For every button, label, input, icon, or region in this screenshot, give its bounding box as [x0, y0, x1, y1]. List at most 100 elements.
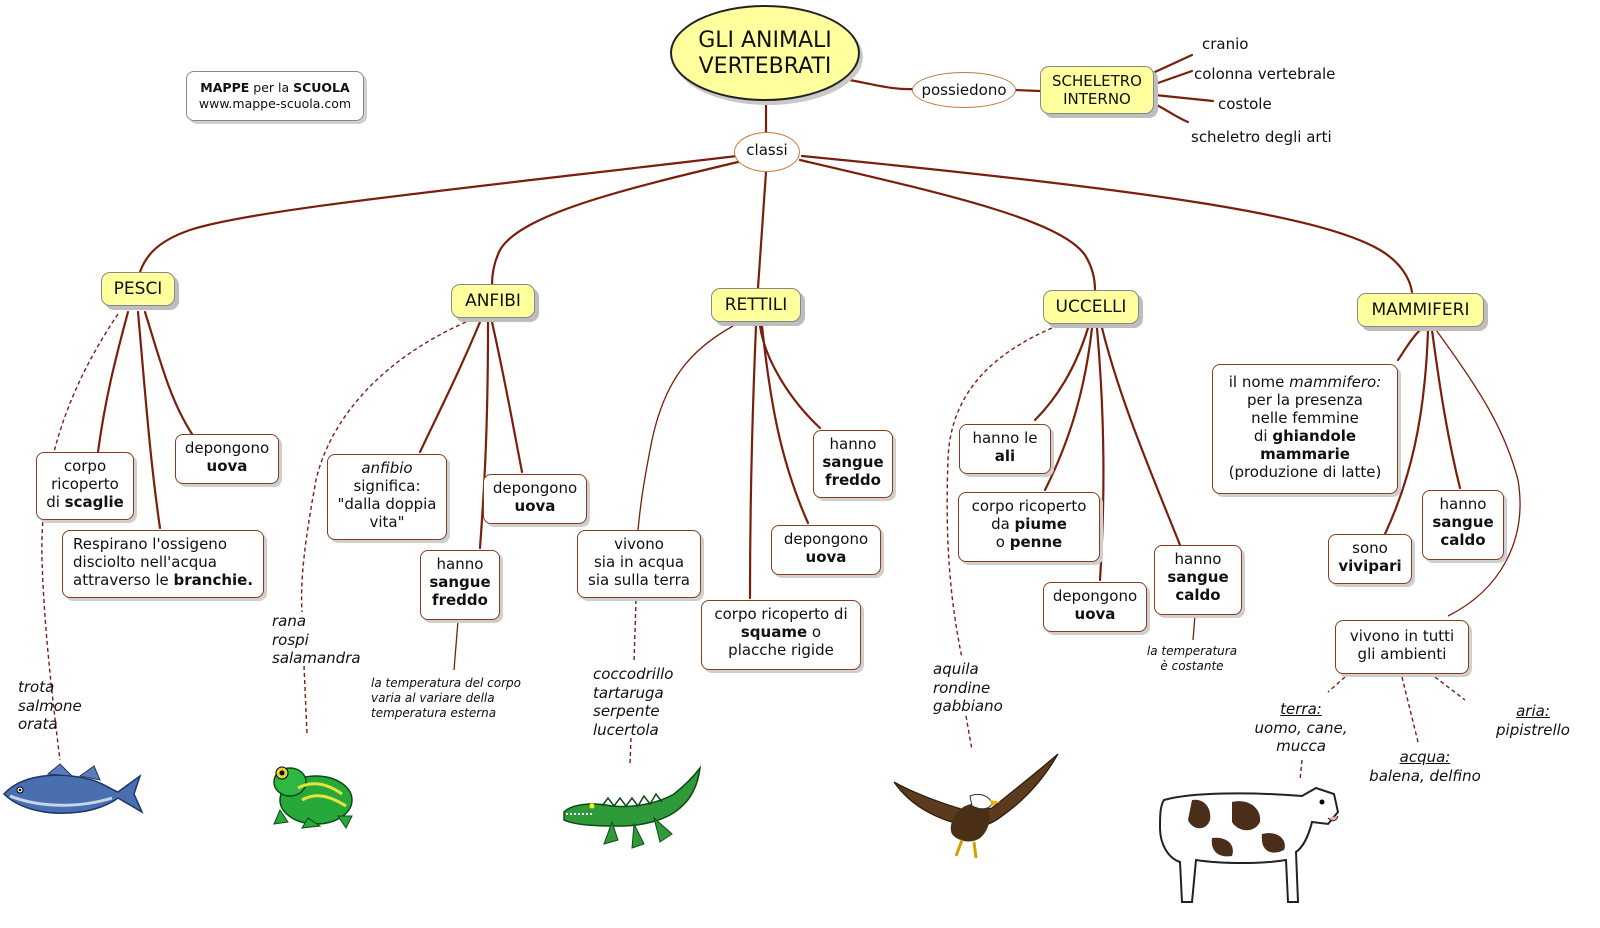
uccelli-corpo-l3b: penne: [1009, 533, 1063, 551]
mammiferi-nome-node[interactable]: il nome mammifero: per la presenza nelle…: [1212, 364, 1398, 494]
mamm-nome-l1a: il nome: [1228, 373, 1290, 391]
mamm-nome-l4a: di: [1253, 427, 1273, 445]
uccelli-corpo-l2b: piume: [1014, 515, 1067, 533]
rettili-vivono-node[interactable]: vivono sia in acqua sia sulla terra: [577, 530, 701, 598]
rettili-ex-0: coccodrillo: [593, 665, 674, 683]
class-rettili[interactable]: RETTILI: [711, 288, 801, 322]
site-logo[interactable]: MAPPE per la SCUOLA www.mappe-scuola.com: [186, 71, 364, 121]
pesci-depongono-node[interactable]: depongono uova: [175, 434, 279, 484]
mamm-viv-l2: vivipari: [1338, 557, 1402, 575]
mammiferi-ambienti-node[interactable]: vivono in tutti gli ambienti: [1335, 620, 1469, 674]
uccelli-corpo-l3a: o: [995, 533, 1010, 551]
pesci-corpo-l2: ricoperto: [51, 475, 119, 493]
pesci-corpo-l1: corpo: [63, 457, 107, 475]
uccelli-sang-l1: hanno: [1174, 550, 1222, 568]
uccelli-note: la temperatura è costante: [1140, 644, 1244, 674]
uccelli-examples: aquila rondine gabbiano: [933, 660, 1003, 716]
rettili-corpo-node[interactable]: corpo ricoperto di squame o placche rigi…: [701, 600, 861, 670]
logo-url: www.mappe-scuola.com: [198, 96, 352, 111]
anfibi-note-1: varia al variare della: [371, 691, 495, 705]
terra-label: terra:: [1280, 700, 1322, 718]
rettili-sang-l1: hanno: [829, 435, 877, 453]
anfibi-significa-node[interactable]: anfibio significa: "dalla doppia vita": [327, 454, 447, 540]
pesci-resp-l3b: branchie.: [173, 571, 254, 589]
uccelli-ex-1: rondine: [933, 678, 991, 697]
uccelli-dep-l2: uova: [1074, 605, 1116, 623]
uccelli-corpo-node[interactable]: corpo ricoperto da piume o penne: [958, 492, 1100, 562]
logo-mid: per la: [249, 80, 294, 95]
rettili-dep-l2: uova: [805, 548, 847, 566]
anfibi-sig-l2: significa:: [353, 477, 421, 495]
mamm-nome-l5: mammarie: [1260, 445, 1350, 463]
class-uccelli[interactable]: UCCELLI: [1043, 290, 1139, 324]
anfibi-ex-2: salamandra: [272, 649, 361, 667]
rettili-depongono-node[interactable]: depongono uova: [771, 525, 881, 575]
anfibi-sig-l3: "dalla doppia: [337, 495, 437, 513]
mamm-nome-l3: nelle femmine: [1251, 409, 1359, 427]
pesci-ex-2: orata: [18, 715, 58, 733]
part-arti: scheletro degli arti: [1191, 128, 1332, 146]
class-anfibi[interactable]: ANFIBI: [451, 284, 535, 318]
mamm-nome-l1b: mammifero:: [1289, 373, 1382, 391]
anfibi-sig-l4: vita": [369, 513, 405, 531]
mamm-amb-l2: gli ambienti: [1357, 645, 1447, 663]
pesci-examples: trota salmone orata: [18, 678, 82, 734]
pesci-dep-l2: uova: [206, 457, 248, 475]
rettili-sang-l3: freddo: [825, 471, 881, 489]
anfibi-depongono-node[interactable]: depongono uova: [483, 474, 587, 524]
mamm-viv-l1: sono: [1352, 539, 1388, 557]
link-possiedono[interactable]: possiedono: [912, 72, 1016, 108]
acqua-label: acqua:: [1399, 748, 1451, 766]
rettili-sang-l2: sangue: [822, 453, 884, 471]
class-mammiferi[interactable]: MAMMIFERI: [1357, 293, 1484, 327]
anfibi-examples: rana rospi salamandra: [272, 612, 361, 668]
anfibi-sang-l3: freddo: [432, 591, 488, 609]
pesci-resp-l3a: attraverso le: [73, 571, 174, 589]
node-scheletro-interno[interactable]: SCHELETRO INTERNO: [1040, 66, 1154, 114]
uccelli-sang-l2: sangue: [1167, 568, 1229, 586]
root-line2: VERTEBRATI: [698, 54, 832, 79]
anfibi-dep-l2: uova: [514, 497, 556, 515]
pesci-corpo-node[interactable]: corpo ricoperto di scaglie: [36, 452, 134, 520]
rettili-sangue-node[interactable]: hanno sangue freddo: [813, 430, 893, 498]
logo-bold-b: SCUOLA: [293, 80, 350, 95]
acqua-l1: balena, delfino: [1369, 766, 1481, 785]
terra-l2: mucca: [1276, 737, 1326, 755]
aria-l1: pipistrello: [1496, 720, 1570, 739]
rettili-viv-l1: vivono: [614, 535, 664, 553]
uccelli-sangue-node[interactable]: hanno sangue caldo: [1154, 545, 1242, 615]
rettili-dep-l1: depongono: [783, 530, 869, 548]
anfibi-sangue-node[interactable]: hanno sangue freddo: [420, 550, 500, 620]
uccelli-ali-node[interactable]: hanno le ali: [959, 424, 1051, 474]
mammiferi-sangue-node[interactable]: hanno sangue caldo: [1422, 490, 1504, 560]
rettili-examples: coccodrillo tartaruga serpente lucertola: [593, 665, 673, 739]
rettili-ex-1: tartaruga: [593, 683, 664, 702]
mamm-nome-l4b: ghiandole: [1272, 427, 1357, 445]
uccelli-sang-l3: caldo: [1175, 586, 1221, 604]
uccelli-corpo-l2a: da: [991, 515, 1015, 533]
mamm-nome-l6: (produzione di latte): [1228, 463, 1382, 481]
class-pesci[interactable]: PESCI: [101, 272, 175, 306]
mamm-sang-l1: hanno: [1439, 495, 1487, 513]
part-costole: costole: [1218, 95, 1272, 113]
logo-bold-a: MAPPE: [200, 80, 250, 95]
mamm-sang-l2: sangue: [1432, 513, 1494, 531]
uccelli-depongono-node[interactable]: depongono uova: [1043, 582, 1147, 632]
rettili-corpo-l2a: squame: [740, 623, 808, 641]
anfibi-sang-l1: hanno: [436, 555, 484, 573]
eagle-picture: [893, 753, 1059, 859]
mamm-nome-l2: per la presenza: [1246, 391, 1363, 409]
rettili-corpo-l3: placche rigide: [728, 641, 834, 659]
anfibi-note-2: temperatura esterna: [371, 706, 497, 720]
uccelli-ex-0: aquila: [933, 660, 979, 678]
part-cranio: cranio: [1202, 35, 1249, 53]
root-node[interactable]: GLI ANIMALI VERTEBRATI: [670, 5, 860, 101]
uccelli-ali-l2: ali: [994, 447, 1016, 465]
possiedono-label: possiedono: [921, 81, 1007, 99]
link-classi[interactable]: classi: [734, 132, 800, 172]
terra-l1: uomo, cane,: [1254, 718, 1348, 737]
uccelli-ali-l1: hanno le: [972, 429, 1038, 447]
pesci-respirano-node[interactable]: Respirano l'ossigeno disciolto nell'acqu…: [62, 530, 264, 598]
mammiferi-vivipari-node[interactable]: sono vivipari: [1328, 534, 1412, 584]
